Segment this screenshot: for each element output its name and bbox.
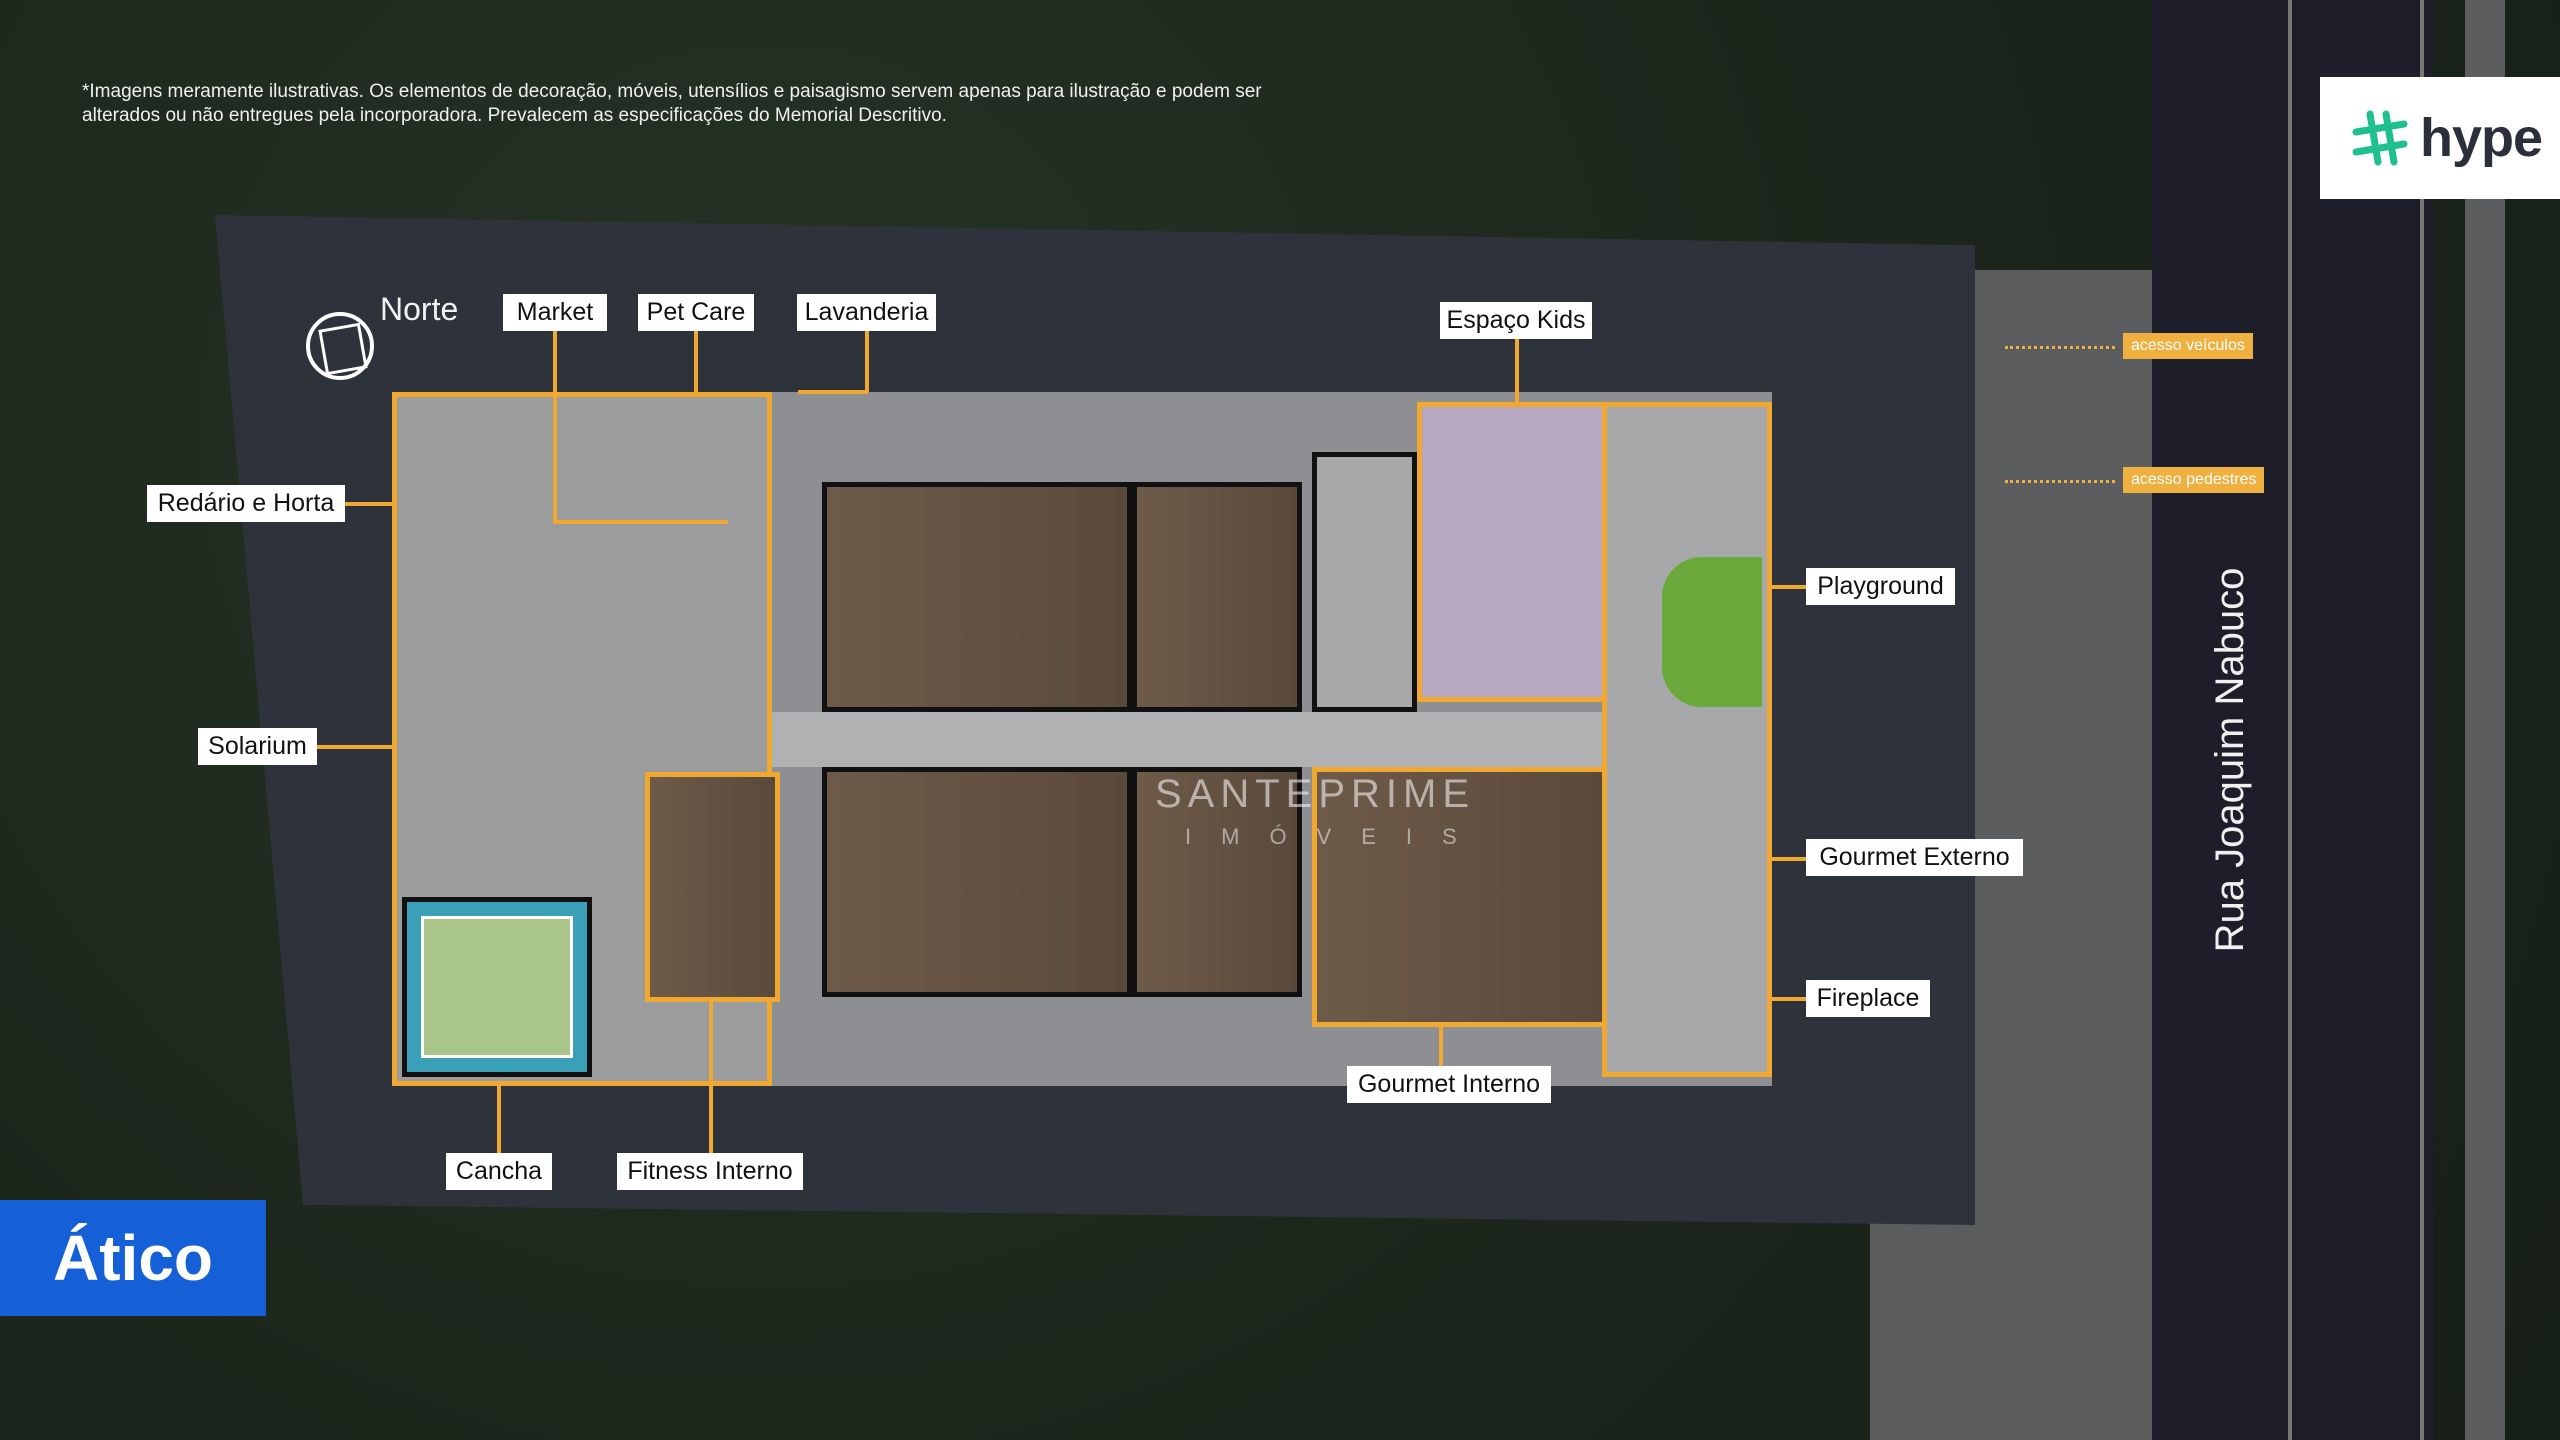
disclaimer-text: *Imagens meramente ilustrativas. Os elem… (82, 81, 1262, 126)
label-gourmet-interno: Gourmet Interno (1347, 1066, 1551, 1103)
connector-line (694, 330, 698, 392)
hype-logo-text: hype (2420, 108, 2543, 168)
access-dotted-line (2005, 346, 2115, 349)
connector-line (345, 502, 393, 506)
lane-line (2420, 0, 2424, 1440)
connector-line (709, 1000, 713, 1153)
label-cancha: Cancha (446, 1153, 552, 1190)
connector-line (553, 330, 557, 522)
lane-line (2288, 0, 2292, 1440)
access-vehicles-badge: acesso veículos (2123, 333, 2253, 359)
label-fitness: Fitness Interno (617, 1153, 803, 1190)
watermark-sub: IMÓVEIS (1185, 824, 1487, 849)
label-redario: Redário e Horta (147, 485, 345, 522)
street-road (2152, 0, 2433, 1440)
apartment-2 (822, 767, 1132, 997)
connector-line (1772, 585, 1806, 589)
apartment-4 (1132, 767, 1302, 997)
connector-line (1772, 997, 1806, 1001)
corridor (772, 712, 1602, 767)
court-area (402, 897, 592, 1077)
label-espaco-kids: Espaço Kids (1440, 302, 1592, 339)
apartment-3 (1132, 482, 1302, 712)
floor-label: Ático (0, 1200, 266, 1316)
apartment-1 (822, 482, 1132, 712)
label-gourmet-externo: Gourmet Externo (1806, 839, 2023, 876)
watermark-brand: SANTEPRIME (1155, 772, 1476, 816)
kids-room (1417, 402, 1607, 702)
connector-line (497, 1086, 501, 1153)
fitness-room (645, 772, 780, 1002)
connector-line (1772, 857, 1806, 861)
label-pet-care: Pet Care (638, 294, 754, 331)
label-playground: Playground (1806, 568, 1955, 605)
access-pedestrians-badge: acesso pedestres (2123, 467, 2265, 493)
label-fireplace: Fireplace (1806, 980, 1930, 1017)
compass-icon (306, 312, 374, 380)
connector-line (553, 520, 728, 524)
connector-line (1439, 1025, 1443, 1066)
north-label: Norte (380, 291, 459, 327)
connector-line (798, 390, 868, 394)
court-field (421, 916, 573, 1058)
street-name: Rua Joaquim Nabuco (2208, 567, 2252, 953)
connector-line (865, 330, 869, 392)
label-lavanderia: Lavanderia (797, 294, 936, 331)
outdoor-terrace (1602, 402, 1772, 1077)
access-dotted-line (2005, 480, 2115, 483)
connector-line (317, 745, 393, 749)
stairs (1312, 452, 1417, 712)
connector-line (1515, 339, 1519, 404)
label-solarium: Solarium (198, 728, 317, 765)
playground-lawn (1662, 557, 1762, 707)
label-market: Market (503, 294, 607, 331)
hype-logo: hype (2320, 77, 2560, 199)
floor-plan (392, 392, 1772, 1086)
hype-mark-icon (2352, 110, 2408, 166)
far-sidewalk (2465, 0, 2505, 1440)
gourmet-interno-room (1312, 767, 1607, 1027)
